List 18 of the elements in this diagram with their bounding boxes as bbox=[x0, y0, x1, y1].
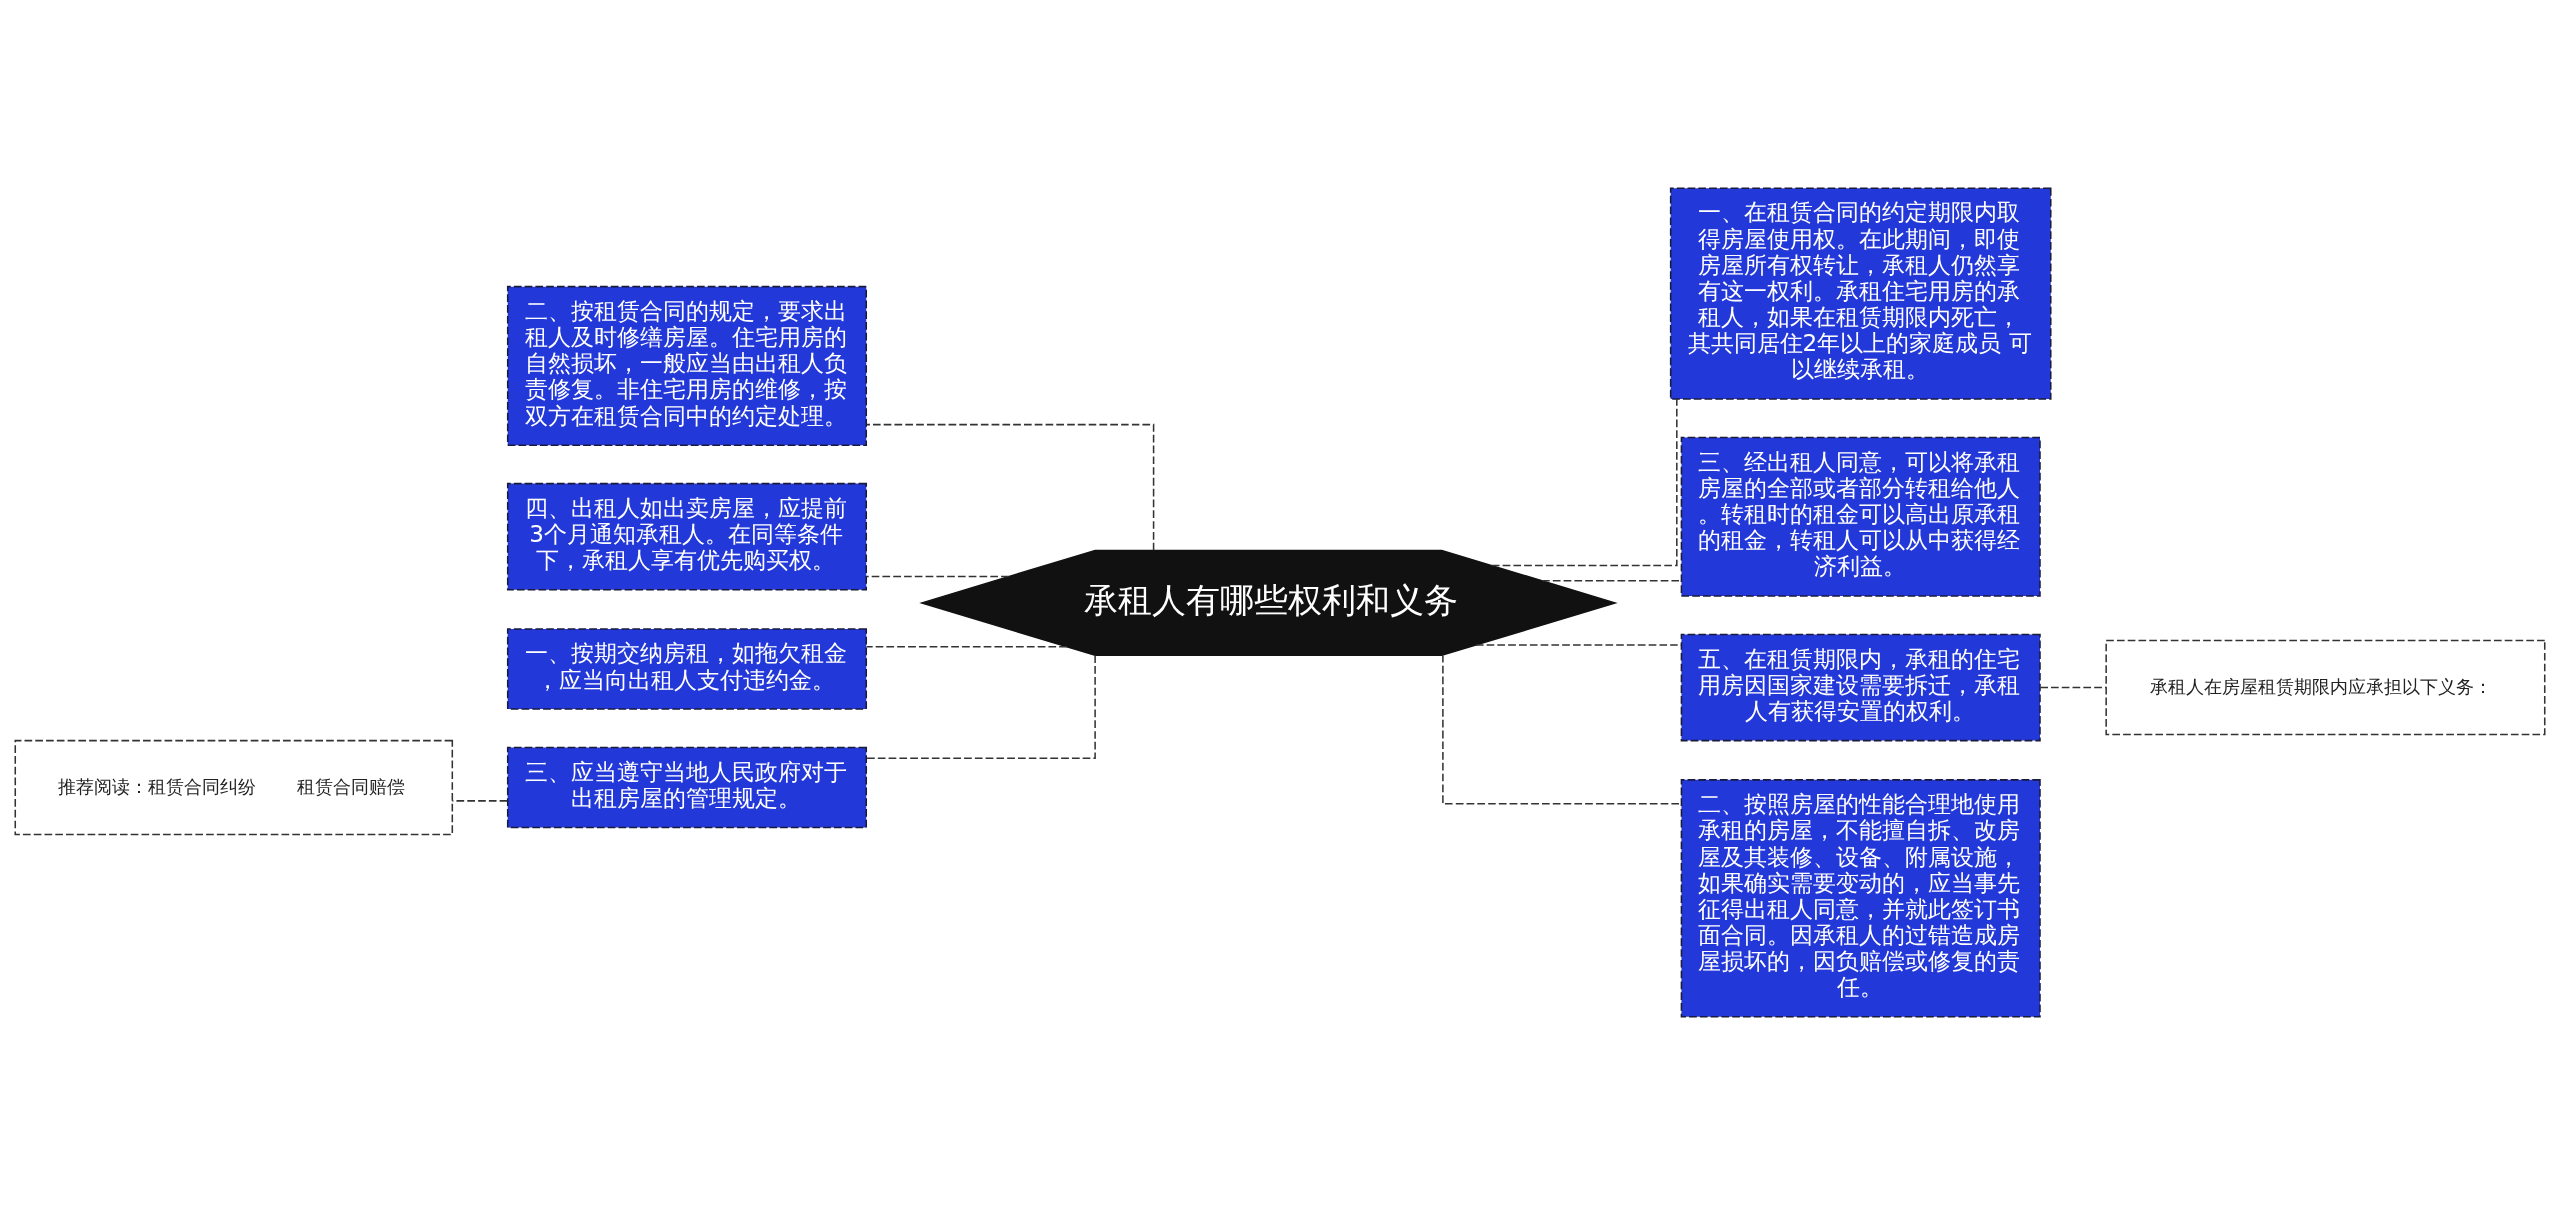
node-box: 承租人在房屋租赁期限内应承担以下义务： bbox=[2105, 639, 2546, 736]
connector bbox=[1442, 654, 1682, 805]
connector bbox=[451, 800, 508, 802]
node-box: 四、出租人如出卖房屋，应提前3个月通知承租人。在同等条件下，承租人享有优先购买权。 bbox=[506, 482, 868, 591]
connector bbox=[865, 654, 1096, 760]
node-box: 一、按期交纳房租，如拖欠租金，应当向出租人支付违约金。 bbox=[506, 628, 868, 710]
node-box: 二、按租赁合同的规定，要求出租人及时修缮房屋。住宅用房的自然损坏，一般应当由出租人负责修复。非住宅用房的维修，按双方在租赁合同中的约定处理。 bbox=[506, 285, 868, 446]
node-box: 一、在租赁合同的约定期限内取得房屋使用权。在此期间，即使房屋所有权转让，承租人仍然享有这一权利。承租住宅用房的承租人，如果在租赁期限内死亡，其共同居住2年以上的家庭成员 可以继续承租。 bbox=[1669, 187, 2052, 400]
node-box: 二、按照房屋的性能合理地使用承租的房屋，不能擅自拆、改房屋及其装修、设备、附属设施，如果确实需要变动的，应当事先征得出租人同意，并就此签订书面合同。因承租人的过错造成房屋损坏的，因负赔偿或修复的责任。 bbox=[1680, 779, 2041, 1018]
node-box: 三、经出租人同意，可以将承租房屋的全部或者部分转租给他人。转租时的租金可以高出原承租的租金，转租人可以从中获得经济利益。 bbox=[1680, 436, 2041, 597]
connector bbox=[2039, 686, 2107, 689]
node-box: 三、应当遵守当地人民政府对于出租房屋的管理规定。 bbox=[506, 746, 868, 829]
connector bbox=[865, 423, 1155, 552]
node-box: 五、在租赁期限内，承租的住宅用房因国家建设需要拆迁，承租人有获得安置的权利。 bbox=[1680, 633, 2041, 742]
connector bbox=[865, 575, 1010, 578]
connector bbox=[1490, 398, 1678, 567]
connector bbox=[865, 646, 1068, 648]
node-box: 推荐阅读：租赁合同纠纷 租赁合同赔偿 bbox=[14, 739, 454, 836]
